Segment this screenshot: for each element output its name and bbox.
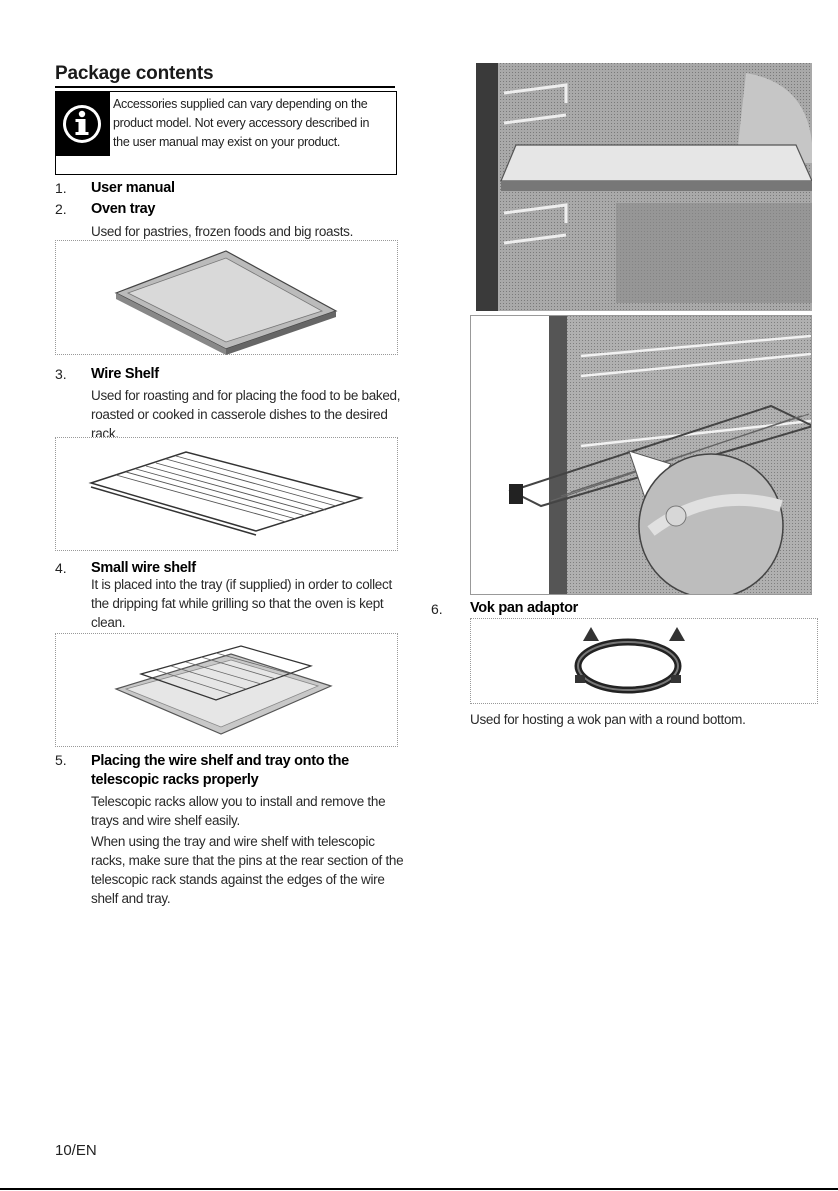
info-icon (56, 92, 110, 156)
item-number: 1. (55, 180, 67, 196)
item-title: User manual (91, 180, 175, 196)
item-title: Small wire shelf (91, 560, 196, 576)
item-description: Telescopic racks allow you to install an… (91, 794, 386, 828)
wire-shelf-figure (55, 437, 398, 551)
item-description: Used for roasting and for placing the fo… (91, 388, 401, 441)
bottom-rule (0, 1188, 838, 1190)
telescopic-rack-photo (470, 315, 812, 595)
info-note: Accessories supplied can vary depending … (55, 91, 397, 175)
item-description: Used for pastries, frozen foods and big … (91, 224, 354, 239)
item-number: 6. (431, 601, 443, 617)
small-wire-shelf-figure (55, 633, 398, 747)
section-title: Package contents (55, 63, 395, 88)
note-text: Accessories supplied can vary depending … (113, 97, 370, 149)
item-title: Placing the wire shelf and tray onto the… (91, 753, 349, 788)
oven-tray-figure (55, 240, 398, 355)
item-number: 5. (55, 752, 67, 768)
page-number: 10/EN (55, 1142, 97, 1159)
item-title: Oven tray (91, 201, 156, 217)
wok-adaptor-figure (470, 618, 818, 704)
item-description: Used for hosting a wok pan with a round … (470, 712, 746, 727)
oven-interior-photo (476, 63, 812, 311)
item-title: Wire Shelf (91, 366, 159, 382)
item-number: 4. (55, 560, 67, 576)
item-title: Vok pan adaptor (470, 600, 579, 616)
item-number: 2. (55, 201, 67, 217)
item-description: It is placed into the tray (if supplied)… (91, 577, 392, 630)
item-number: 3. (55, 366, 67, 382)
item-description-2: When using the tray and wire shelf with … (91, 834, 404, 906)
